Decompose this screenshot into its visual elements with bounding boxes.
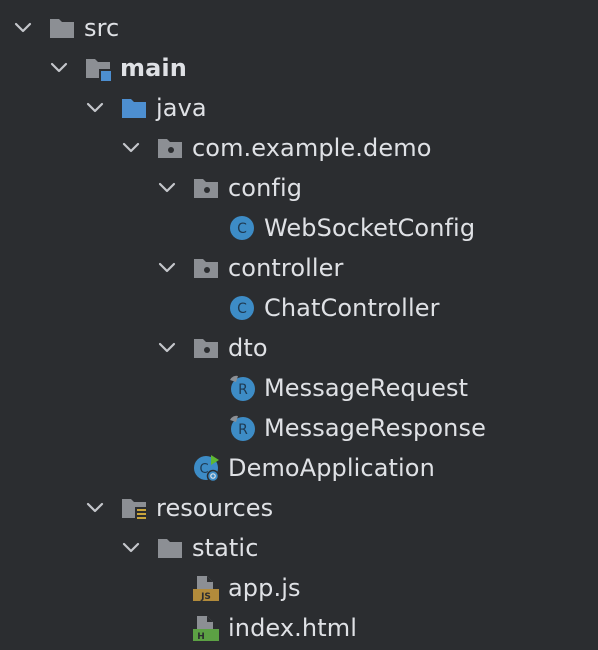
- record-icon: R: [228, 374, 256, 402]
- tree-item-src[interactable]: src: [0, 8, 598, 48]
- tree-item-label: java: [156, 94, 207, 122]
- chevron-down-icon[interactable]: [84, 497, 106, 519]
- tree-item-label: app.js: [228, 574, 301, 602]
- tree-item-main[interactable]: main: [0, 48, 598, 88]
- html-file-icon: H: [192, 614, 220, 642]
- chevron-down-icon[interactable]: [84, 97, 106, 119]
- svg-text:JS: JS: [200, 592, 211, 602]
- tree-item-label: dto: [228, 334, 268, 362]
- tree-item-record-messagerequest[interactable]: R MessageRequest: [0, 368, 598, 408]
- chevron-down-icon[interactable]: [156, 337, 178, 359]
- tree-item-file-app-js[interactable]: JS app.js: [0, 568, 598, 608]
- package-icon: [192, 334, 220, 362]
- tree-item-label: MessageResponse: [264, 414, 486, 442]
- folder-icon: [156, 534, 184, 562]
- spring-boot-app-icon: C: [192, 454, 220, 482]
- chevron-spacer: [192, 417, 214, 439]
- source-folder-icon: [120, 94, 148, 122]
- package-icon: [192, 174, 220, 202]
- tree-item-package-dto[interactable]: dto: [0, 328, 598, 368]
- tree-item-java[interactable]: java: [0, 88, 598, 128]
- chevron-down-icon[interactable]: [156, 177, 178, 199]
- tree-item-label: index.html: [228, 614, 357, 642]
- chevron-spacer: [192, 377, 214, 399]
- tree-item-static[interactable]: static: [0, 528, 598, 568]
- tree-item-class-websocketconfig[interactable]: C WebSocketConfig: [0, 208, 598, 248]
- chevron-spacer: [156, 457, 178, 479]
- tree-item-label: DemoApplication: [228, 454, 435, 482]
- chevron-down-icon[interactable]: [156, 257, 178, 279]
- chevron-down-icon[interactable]: [48, 57, 70, 79]
- tree-item-label: src: [84, 14, 120, 42]
- tree-item-label: main: [120, 54, 187, 82]
- tree-item-label: resources: [156, 494, 274, 522]
- tree-item-class-demoapplication[interactable]: C DemoApplication: [0, 448, 598, 488]
- package-icon: [156, 134, 184, 162]
- tree-item-label: static: [192, 534, 259, 562]
- chevron-spacer: [192, 217, 214, 239]
- tree-item-package-controller[interactable]: controller: [0, 248, 598, 288]
- tree-item-label: WebSocketConfig: [264, 214, 476, 242]
- chevron-down-icon[interactable]: [120, 537, 142, 559]
- resources-folder-icon: [120, 494, 148, 522]
- svg-text:H: H: [197, 632, 205, 642]
- class-icon: C: [228, 214, 256, 242]
- tree-item-class-chatcontroller[interactable]: C ChatController: [0, 288, 598, 328]
- svg-text:C: C: [237, 221, 247, 237]
- tree-item-label: ChatController: [264, 294, 440, 322]
- chevron-spacer: [156, 617, 178, 639]
- javascript-file-icon: JS: [192, 574, 220, 602]
- chevron-spacer: [192, 297, 214, 319]
- tree-item-label: com.example.demo: [192, 134, 432, 162]
- class-icon: C: [228, 294, 256, 322]
- tree-item-label: MessageRequest: [264, 374, 469, 402]
- svg-text:C: C: [237, 301, 247, 317]
- svg-text:R: R: [238, 422, 248, 438]
- tree-item-package-com-example-demo[interactable]: com.example.demo: [0, 128, 598, 168]
- tree-item-package-config[interactable]: config: [0, 168, 598, 208]
- tree-item-label: controller: [228, 254, 344, 282]
- tree-item-record-messageresponse[interactable]: R MessageResponse: [0, 408, 598, 448]
- chevron-down-icon[interactable]: [12, 17, 34, 39]
- tree-item-label: config: [228, 174, 303, 202]
- chevron-spacer: [156, 577, 178, 599]
- svg-text:R: R: [238, 382, 248, 398]
- record-icon: R: [228, 414, 256, 442]
- folder-icon: [48, 14, 76, 42]
- tree-item-file-index-html[interactable]: H index.html: [0, 608, 598, 648]
- chevron-down-icon[interactable]: [120, 137, 142, 159]
- module-folder-icon: [84, 54, 112, 82]
- tree-item-resources[interactable]: resources: [0, 488, 598, 528]
- svg-text:C: C: [199, 462, 208, 477]
- package-icon: [192, 254, 220, 282]
